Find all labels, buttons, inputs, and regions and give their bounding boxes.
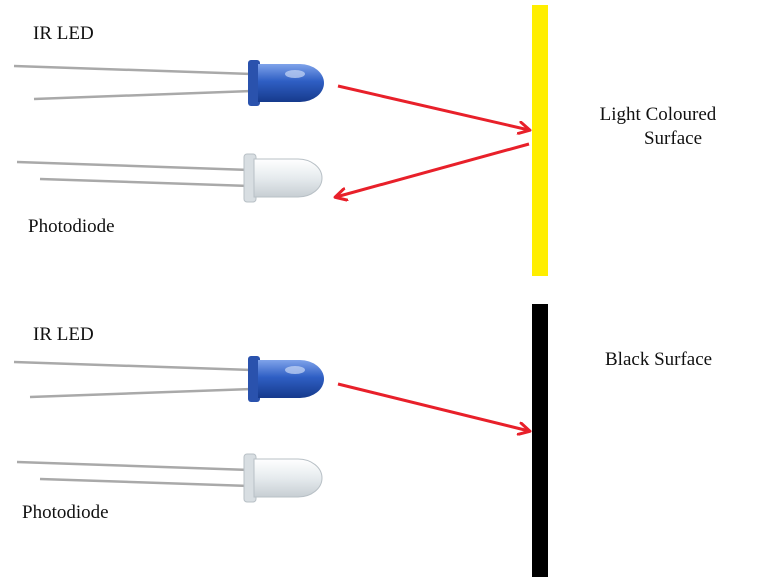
ir-led-1-lead-short	[34, 91, 252, 99]
photodiode-2-body	[254, 459, 322, 497]
ir-led-1	[14, 60, 324, 106]
surface-label-1: Light Coloured Surface	[580, 103, 736, 151]
ir-led-2	[14, 356, 324, 402]
ir-led-label-2: IR LED	[33, 323, 94, 347]
photodiode-label-1: Photodiode	[28, 215, 115, 239]
ir-led-1-lead-long	[14, 66, 252, 74]
ir-led-2-body	[258, 360, 324, 398]
ir-led-1-highlight	[285, 70, 305, 78]
incident-ray-2	[338, 384, 529, 431]
surface-label-1-line1: Light Coloured	[580, 103, 736, 127]
photodiode-2-lead-long	[17, 462, 250, 470]
photodiode-2-lead-short	[40, 479, 250, 486]
reflected-ray-1	[336, 144, 529, 197]
photodiode-1-lead-long	[17, 162, 250, 170]
ir-led-2-highlight	[285, 366, 305, 374]
photodiode-1	[17, 154, 322, 202]
ir-led-2-lead-short	[30, 389, 252, 397]
photodiode-1-body	[254, 159, 322, 197]
light-coloured-surface	[532, 5, 548, 276]
black-surface	[532, 304, 548, 577]
surface-label-1-line2: Surface	[580, 127, 736, 151]
incident-ray-1	[338, 86, 529, 130]
ir-led-label-1: IR LED	[33, 22, 94, 46]
ir-led-1-body	[258, 64, 324, 102]
surface-label-2: Black Surface	[605, 348, 712, 372]
ir-led-2-lead-long	[14, 362, 252, 370]
photodiode-2	[17, 454, 322, 502]
photodiode-label-2: Photodiode	[22, 501, 109, 525]
photodiode-1-lead-short	[40, 179, 250, 186]
